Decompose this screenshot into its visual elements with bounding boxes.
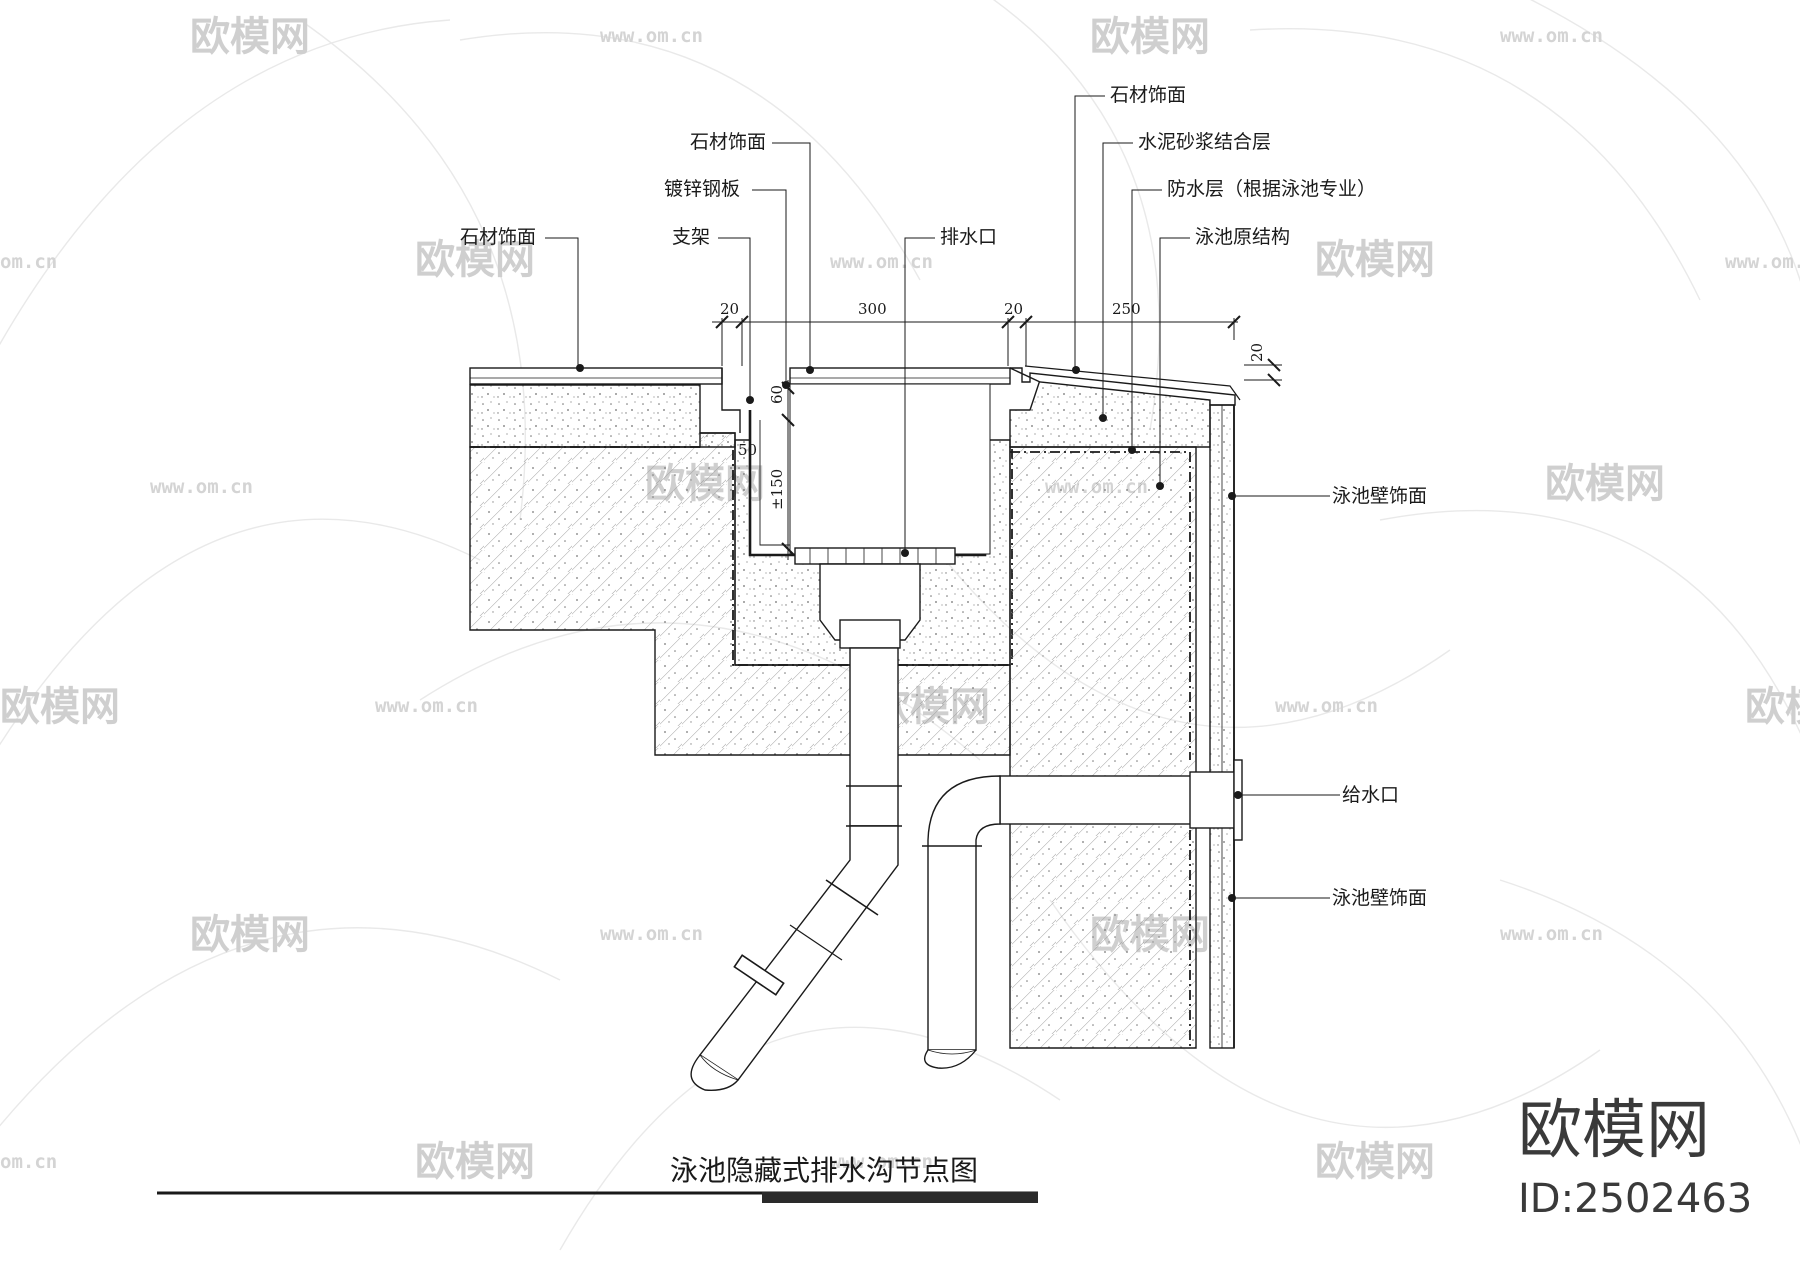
watermark-logo: 欧模网 — [415, 237, 535, 283]
drain-pipe-vertical — [849, 647, 899, 827]
watermark-logo: 欧模网 — [1315, 237, 1435, 283]
watermark-url: om.cn — [0, 1151, 57, 1173]
leader-dots — [576, 364, 1242, 902]
svg-text:www.om.cn: www.om.cn — [1500, 25, 1603, 47]
dim-150: ±150 — [768, 469, 786, 510]
label-pool-original-structure: 泳池原结构 — [1195, 226, 1290, 248]
watermark-logo: 欧模网 — [1090, 14, 1210, 60]
dim-60: 60 — [768, 385, 786, 404]
svg-text:om.cn: om.cn — [0, 251, 57, 273]
watermark-logo: 欧模网 — [190, 14, 310, 60]
svg-text:欧模网: 欧模网 — [1745, 684, 1800, 730]
title-underline-thick — [762, 1192, 1038, 1203]
label-waterproof-layer: 防水层（根据泳池专业） — [1167, 178, 1376, 200]
dim-20-side: 20 — [1248, 343, 1266, 362]
watermark-url: www.om.cn — [1500, 25, 1603, 47]
label-stone-finish-top: 石材饰面 — [690, 131, 766, 153]
leader-layer — [545, 95, 1340, 899]
dim-50: 50 — [738, 441, 757, 459]
svg-text:www.om.cn: www.om.cn — [1725, 251, 1800, 273]
dim-20-right: 20 — [1004, 300, 1023, 318]
label-pool-wall-finish-upper: 泳池壁饰面 — [1332, 485, 1427, 507]
watermark-url: www.om.cn — [150, 476, 253, 498]
svg-text:欧模网: 欧模网 — [415, 1139, 535, 1185]
svg-text:www.om.cn: www.om.cn — [600, 25, 703, 47]
svg-text:欧模网: 欧模网 — [415, 237, 535, 283]
svg-text:www.om.cn: www.om.cn — [600, 923, 703, 945]
watermark-logo: 欧模网 — [1315, 1139, 1435, 1185]
watermark-url: www.om.cn — [375, 695, 478, 717]
label-cement-mortar-layer: 水泥砂浆结合层 — [1138, 131, 1271, 153]
label-water-inlet: 给水口 — [1342, 784, 1399, 806]
watermark-url: www.om.cn — [600, 923, 703, 945]
brand-id: ID:2502463 — [1518, 1176, 1752, 1222]
svg-text:www.om.cn: www.om.cn — [1500, 923, 1603, 945]
inlet-elbow — [927, 775, 1001, 1051]
watermark-logo: 欧模网 — [1745, 684, 1800, 730]
svg-text:www.om.cn: www.om.cn — [375, 695, 478, 717]
svg-text:www.om.cn: www.om.cn — [1275, 695, 1378, 717]
svg-text:om.cn: om.cn — [0, 1151, 57, 1173]
drain-pipe-angled — [698, 825, 899, 1081]
watermark-url: www.om.cn — [830, 1151, 933, 1173]
svg-text:欧模网: 欧模网 — [190, 14, 310, 60]
label-stone-finish-left: 石材饰面 — [460, 226, 536, 248]
watermark-url: www.om.cn — [1725, 251, 1800, 273]
label-galvanized-steel-plate: 镀锌钢板 — [664, 178, 740, 200]
watermark-url: www.om.cn — [830, 251, 933, 273]
pool-wall-structure — [1009, 446, 1197, 1049]
structure-layer — [469, 365, 1243, 1091]
svg-text:欧模网: 欧模网 — [1090, 14, 1210, 60]
svg-text:www.om.cn: www.om.cn — [830, 1151, 933, 1173]
drain-grate — [794, 547, 956, 565]
watermark-url: www.om.cn — [600, 25, 703, 47]
inner-drain-box — [789, 383, 991, 555]
label-drain-outlet: 排水口 — [940, 226, 997, 248]
svg-text:欧模网: 欧模网 — [1315, 1139, 1435, 1185]
svg-text:www.om.cn: www.om.cn — [830, 251, 933, 273]
svg-text:欧模网: 欧模网 — [190, 912, 310, 958]
watermark-url: om.cn — [0, 251, 57, 273]
pool-edge-stone — [1009, 367, 1236, 406]
wall-waterproof-line — [1010, 451, 1191, 1048]
svg-text:欧模网: 欧模网 — [0, 684, 120, 730]
svg-text:欧模网: 欧模网 — [1545, 461, 1665, 507]
left-deck-mortar — [469, 384, 736, 448]
dim-300: 300 — [858, 300, 887, 318]
left-stone-finish — [469, 367, 723, 385]
watermark-logo: 欧模网 — [0, 684, 120, 730]
dim-20-left: 20 — [720, 300, 739, 318]
svg-text:www.om.cn: www.om.cn — [150, 476, 253, 498]
watermark-logo: 欧模网 — [415, 1139, 535, 1185]
label-stone-finish-right: 石材饰面 — [1110, 84, 1186, 106]
brand-logo-text: 欧模网 — [1518, 1094, 1710, 1168]
trench-cover-stone — [789, 367, 1011, 385]
label-bracket: 支架 — [672, 226, 710, 248]
dim-250: 250 — [1112, 300, 1141, 318]
svg-text:欧模网: 欧模网 — [1315, 237, 1435, 283]
watermark-url: www.om.cn — [1500, 923, 1603, 945]
watermark-logo: 欧模网 — [1545, 461, 1665, 507]
label-pool-wall-finish-lower: 泳池壁饰面 — [1332, 887, 1427, 909]
watermark-url: www.om.cn — [1275, 695, 1378, 717]
dimension-layer — [712, 315, 1282, 560]
watermark-logo: 欧模网 — [190, 912, 310, 958]
drawing-title: 泳池隐藏式排水沟节点图 — [670, 1154, 978, 1187]
